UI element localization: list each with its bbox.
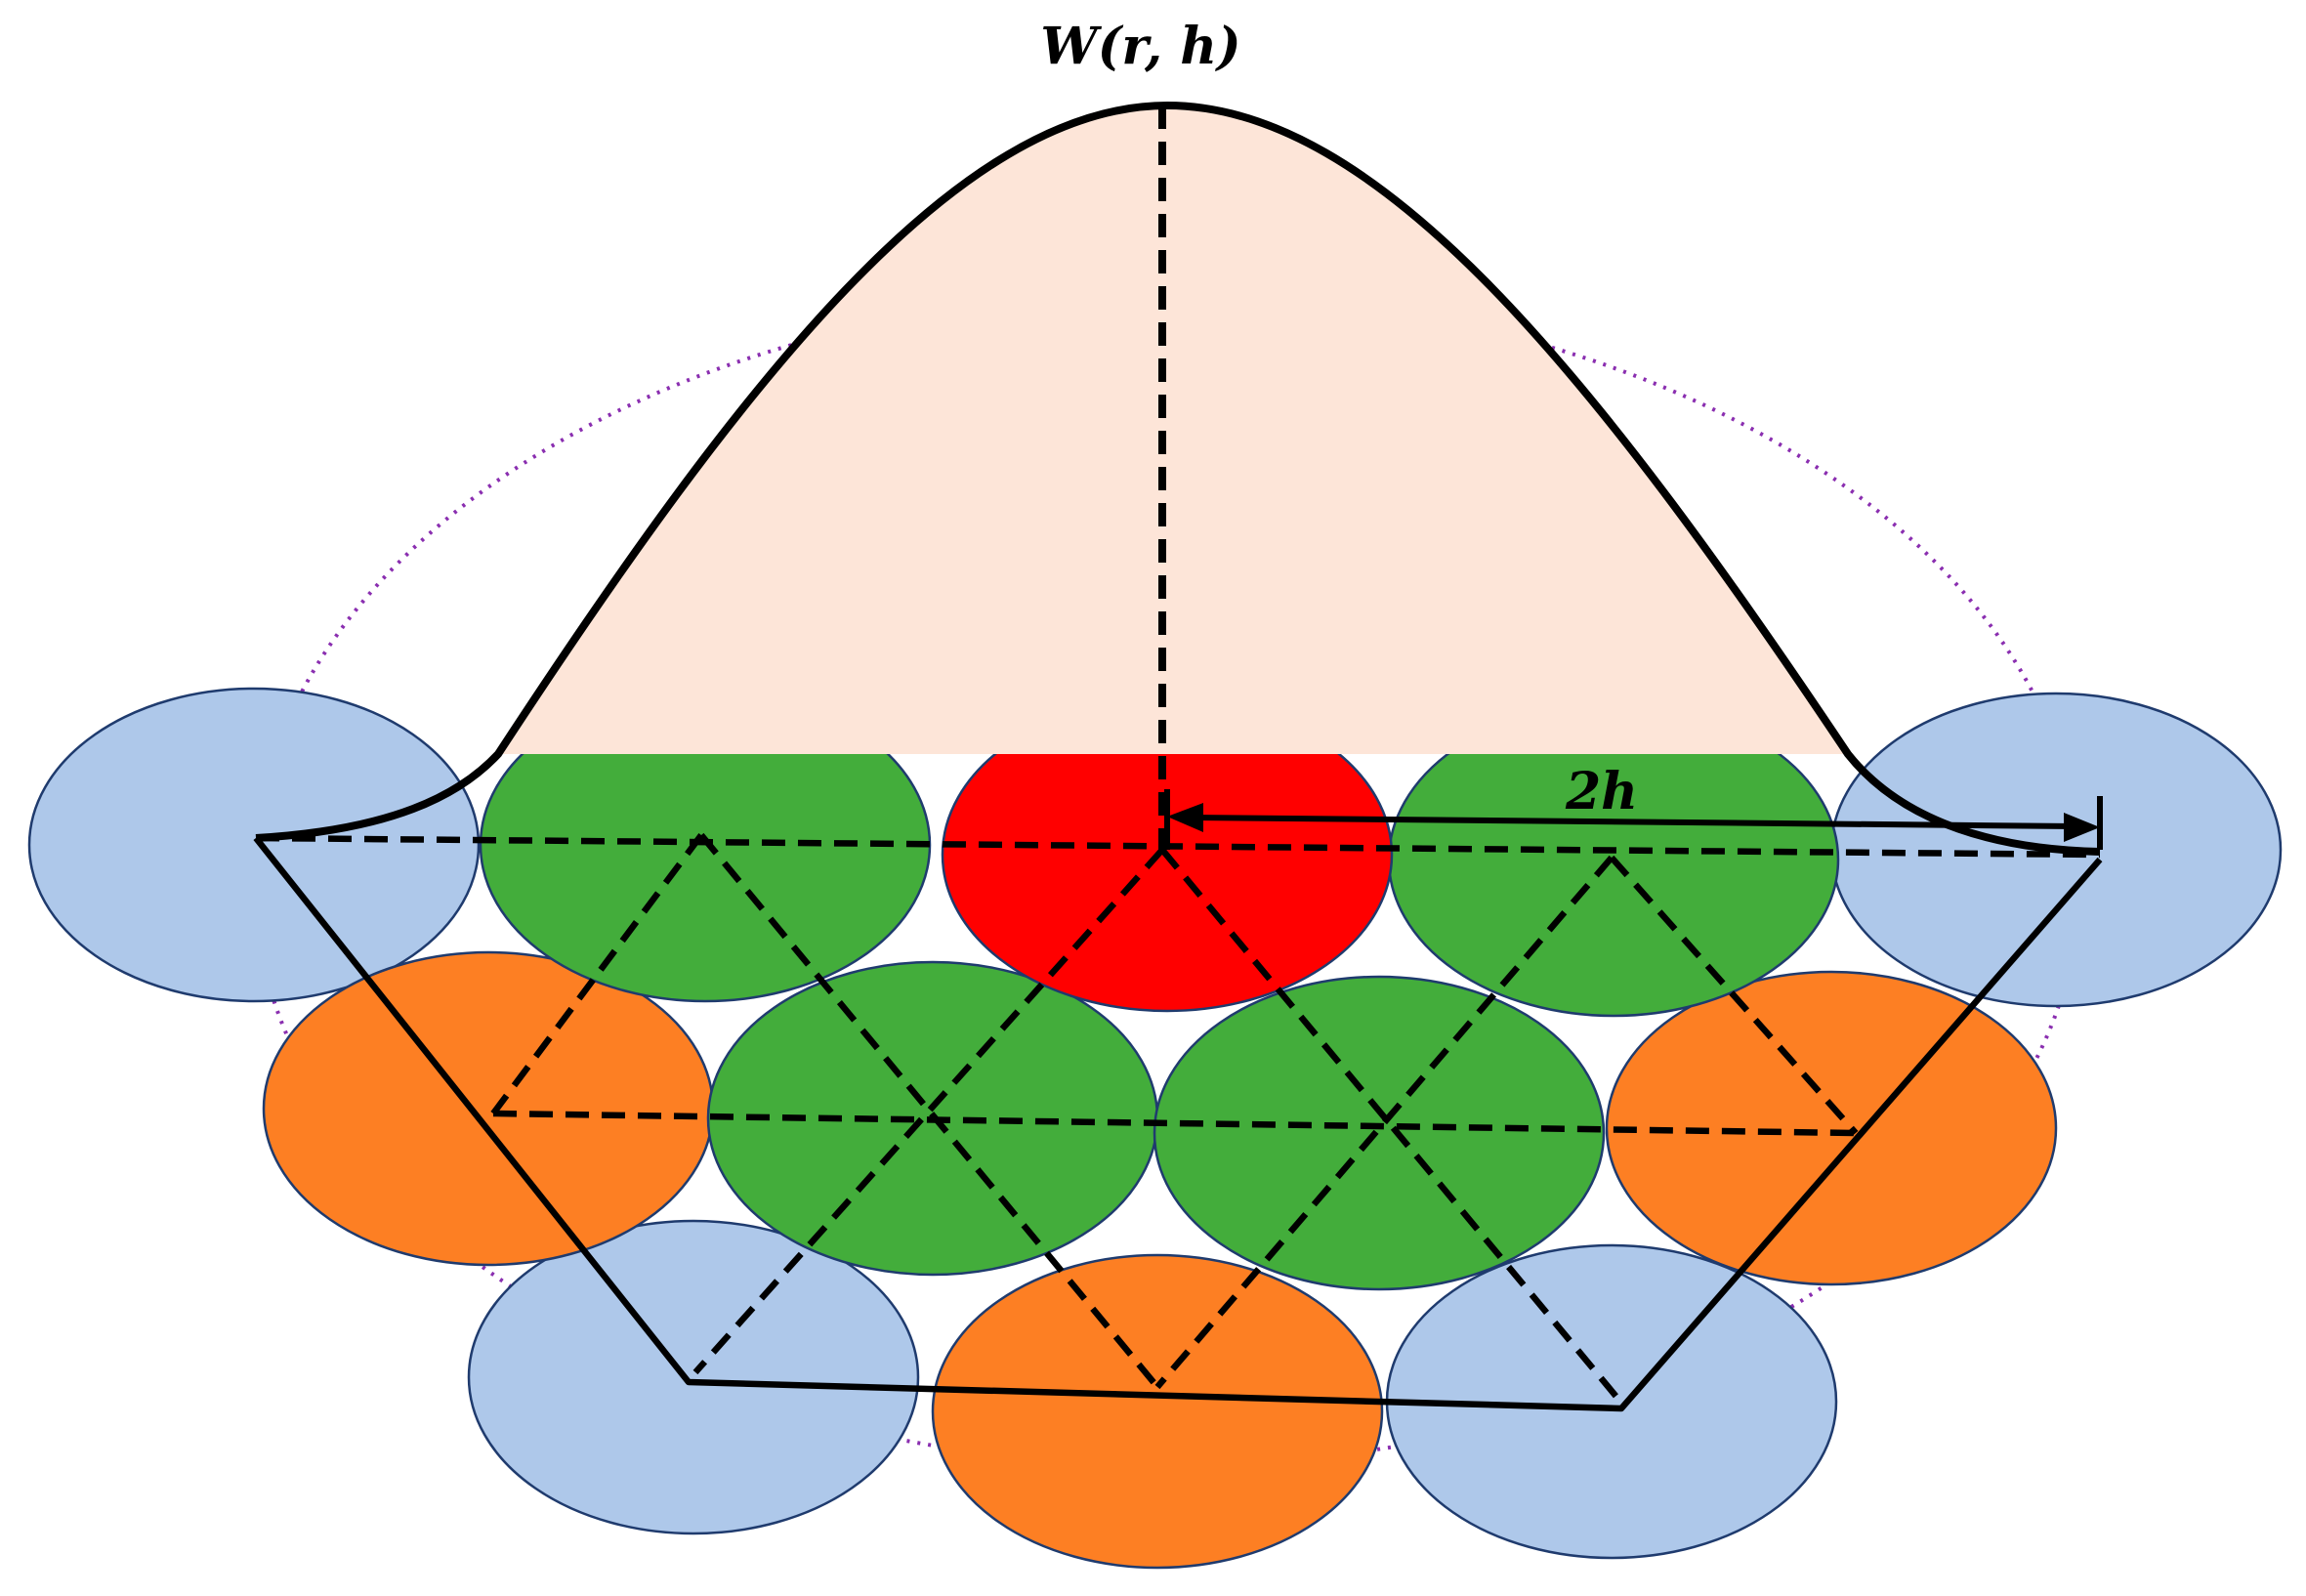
particle-blue-bottom-left (467, 1219, 920, 1535)
particle-blue-left (27, 687, 481, 1003)
particle-green-mid-right (1153, 975, 1606, 1291)
lattice-line-4 (1159, 847, 1619, 1400)
lattice-line-2 (698, 832, 1160, 1390)
kernel-curve (255, 101, 2101, 856)
lattice-top-row (255, 834, 2101, 859)
kernel-fill (498, 105, 1848, 754)
lattice-line-5 (1154, 855, 1614, 1390)
lattice-middle-row (492, 1110, 1857, 1137)
lattice-lines (255, 832, 2101, 1400)
support-radius-label: 2h (1565, 762, 1638, 821)
hexagon-outline (253, 835, 2103, 1412)
third-neighbor-particles (27, 687, 2283, 1560)
second-neighbor-particles (262, 950, 2058, 1570)
kernel-label: W(r, h) (1040, 17, 1240, 76)
arrowhead-left (1167, 803, 1203, 832)
lattice-line-1 (490, 833, 704, 1115)
particle-orange-left (262, 950, 715, 1267)
particle-orange-right (1605, 970, 2058, 1286)
arrowhead-right (2064, 813, 2100, 842)
lattice-line-3 (692, 847, 1165, 1375)
particle-orange-bottom (931, 1253, 1384, 1570)
lattice-line-6 (1609, 855, 1859, 1136)
support-radius-arrow (1164, 789, 2103, 850)
arrow-shaft (1193, 815, 2076, 829)
